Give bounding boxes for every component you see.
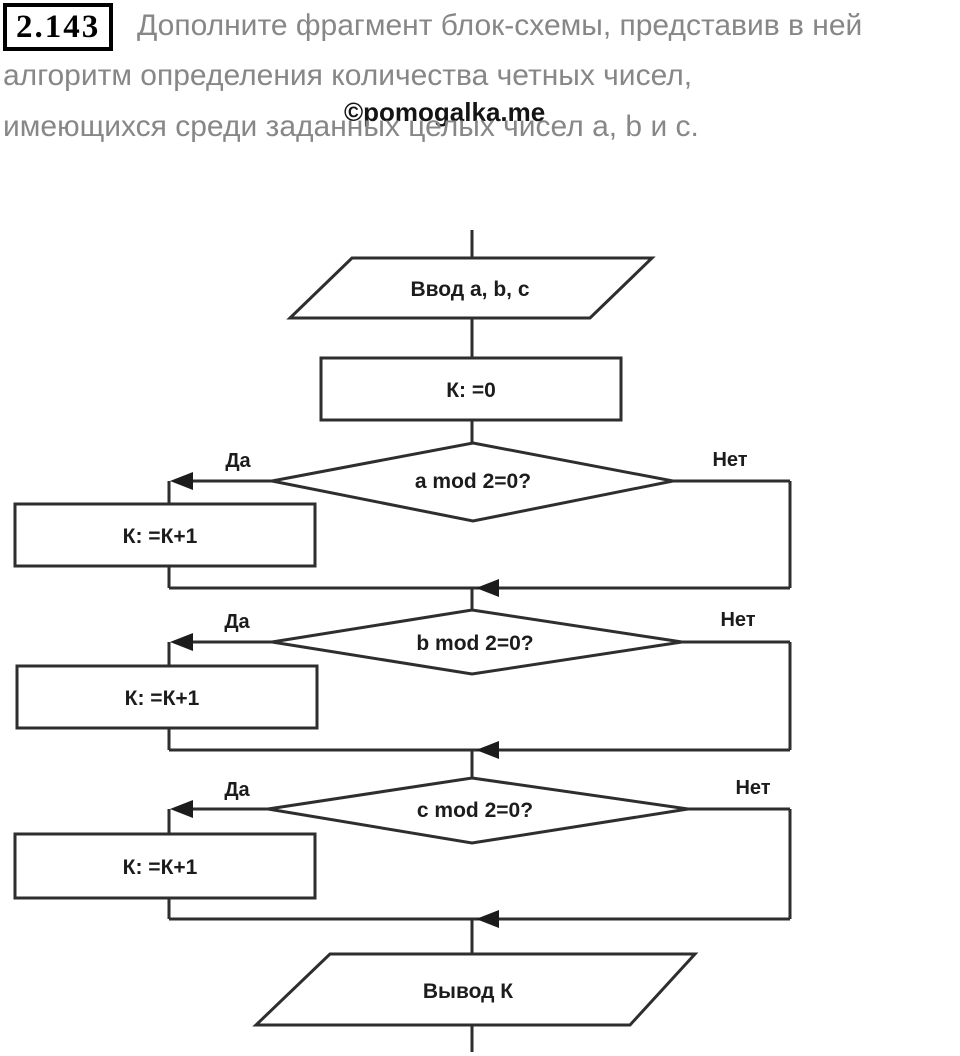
watermark: ©pomogalka.me bbox=[344, 97, 546, 127]
exercise-number: 2.143 bbox=[3, 3, 114, 51]
exercise-text-line2: алгоритм определения количества четных ч… bbox=[3, 59, 693, 92]
decision3-yes-label: Да bbox=[224, 779, 250, 801]
exercise-header: 2.143 Дополните фрагмент блок-схемы, пре… bbox=[0, 0, 960, 160]
output-label: Вывод К bbox=[423, 980, 513, 1003]
decision3-condition: c mod 2=0? bbox=[417, 799, 533, 822]
decision1-diamond bbox=[271, 441, 674, 523]
decision3-diamond bbox=[267, 776, 689, 845]
input-parallelogram bbox=[286, 256, 656, 320]
decision1-no-label: Нет bbox=[712, 449, 747, 471]
decision1-yes-arrowhead bbox=[170, 472, 193, 490]
action3-label: К: =К+1 bbox=[123, 856, 198, 879]
init-label: К: =0 bbox=[446, 379, 496, 402]
decision3-no-label: Нет bbox=[735, 777, 770, 799]
action3-rectangle bbox=[13, 832, 317, 900]
action2-label: К: =К+1 bbox=[125, 687, 200, 710]
input-label: Ввод a, b, c bbox=[410, 278, 529, 301]
decision2-diamond bbox=[271, 608, 683, 676]
merge3-arrowhead bbox=[476, 910, 499, 928]
init-rectangle bbox=[319, 356, 623, 422]
merge2-arrowhead bbox=[476, 741, 499, 759]
decision1-condition: a mod 2=0? bbox=[415, 470, 531, 493]
decision2-yes-arrowhead bbox=[170, 633, 193, 651]
merge1-arrowhead bbox=[476, 579, 499, 597]
decision2-condition: b mod 2=0? bbox=[416, 632, 533, 655]
decision2-no-label: Нет bbox=[720, 609, 755, 631]
exercise-text-line3: имеющихся среди заданных целых чисел a, … bbox=[3, 110, 699, 143]
decision1-yes-label: Да bbox=[225, 450, 251, 472]
action1-label: К: =К+1 bbox=[123, 525, 198, 548]
decision2-yes-label: Да bbox=[224, 611, 250, 633]
action2-rectangle bbox=[15, 664, 319, 730]
exercise-text-line1: Дополните фрагмент блок-схемы, представи… bbox=[137, 9, 863, 42]
decision3-yes-arrowhead bbox=[170, 800, 193, 818]
action1-rectangle bbox=[13, 502, 317, 568]
output-parallelogram bbox=[252, 952, 699, 1027]
